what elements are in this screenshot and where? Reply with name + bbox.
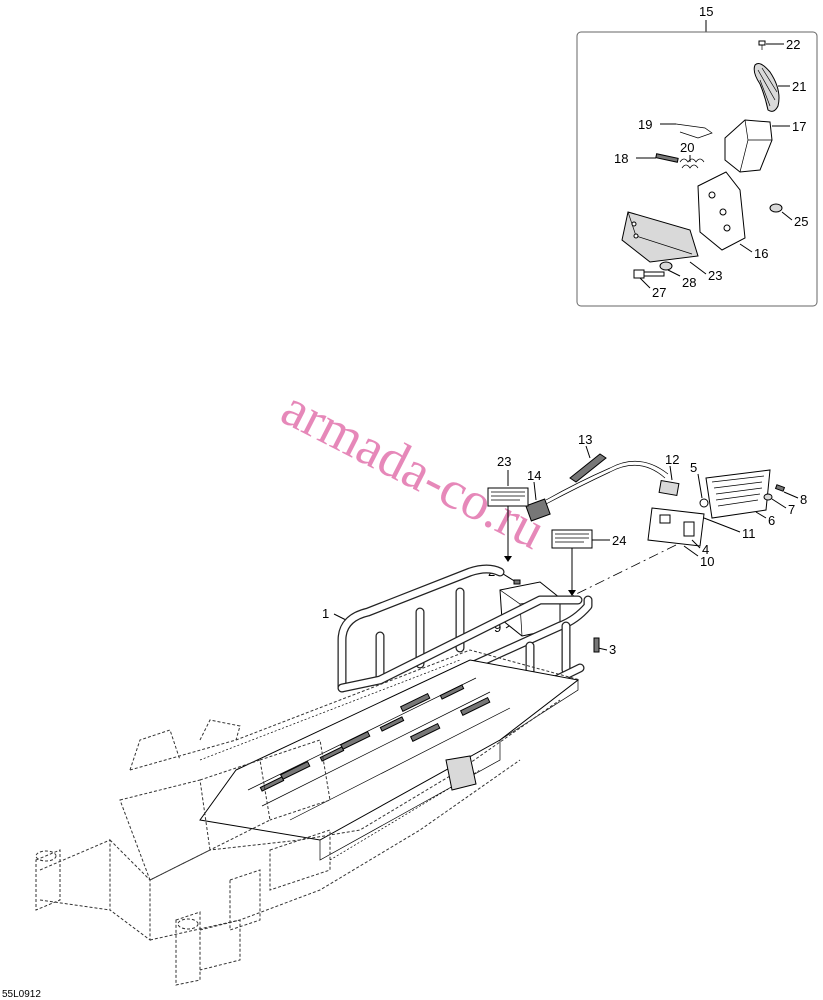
inset-detail: 15 22 21 17 19 (576, 4, 818, 307)
part-18-pin: 18 (614, 151, 679, 166)
inset-label: 15 (699, 4, 713, 19)
callout-18: 18 (614, 151, 628, 166)
callout-21: 21 (792, 79, 806, 94)
part-19-clip: 19 (638, 117, 713, 139)
callout-19: 19 (638, 117, 652, 132)
callout-11: 11 (742, 526, 756, 541)
callout-25: 25 (794, 214, 808, 229)
decal-24: 24 (551, 529, 626, 596)
part-6-lens: 6 (705, 469, 775, 528)
drawing-code: 55L0912 (2, 989, 41, 1000)
trailer-rack (199, 564, 593, 861)
callout-7: 7 (788, 502, 795, 517)
watermark: armada-co.ru (273, 377, 555, 560)
callout-9: 9 (494, 620, 501, 635)
inset-frame (576, 31, 818, 307)
part-22-screw: 22 (758, 37, 800, 52)
callout-1: 1 (322, 606, 329, 621)
callout-8: 8 (800, 492, 807, 507)
callout-12: 12 (665, 452, 679, 467)
part-28-washer: 28 23 (659, 261, 722, 290)
part-25-washer: 25 (769, 203, 808, 229)
callout-16: 16 (754, 246, 768, 261)
part-21-chain: 21 (753, 63, 806, 112)
callout-17: 17 (792, 119, 806, 134)
part-20-spring: 20 (679, 140, 705, 169)
callout-3: 3 (609, 642, 616, 657)
vehicle-frame (35, 649, 581, 986)
callout-14: 14 (527, 468, 541, 483)
callout-27: 27 (652, 285, 666, 300)
callout-23-inset: 23 (708, 268, 722, 283)
callout-6: 6 (768, 513, 775, 528)
callout-10: 10 (700, 554, 714, 569)
callout-20: 20 (680, 140, 694, 155)
callout-28: 28 (682, 275, 696, 290)
deck-slots (259, 684, 491, 792)
callout-24: 24 (612, 533, 626, 548)
callout-13: 13 (578, 432, 592, 447)
decal-23: 23 (487, 454, 529, 562)
part-11-housing: 11 (647, 507, 756, 547)
part-reflector-pad (621, 211, 699, 263)
part-16-plate: 16 (697, 171, 768, 261)
light-assembly: 13 14 12 5 6 7 8 (525, 432, 807, 605)
callout-4: 4 (702, 542, 709, 557)
callout-5: 5 (690, 460, 697, 475)
callout-22: 22 (786, 37, 800, 52)
part-17-bracket: 17 (724, 119, 806, 173)
callout-23: 23 (497, 454, 511, 469)
part-27-bolt: 27 (633, 269, 666, 300)
